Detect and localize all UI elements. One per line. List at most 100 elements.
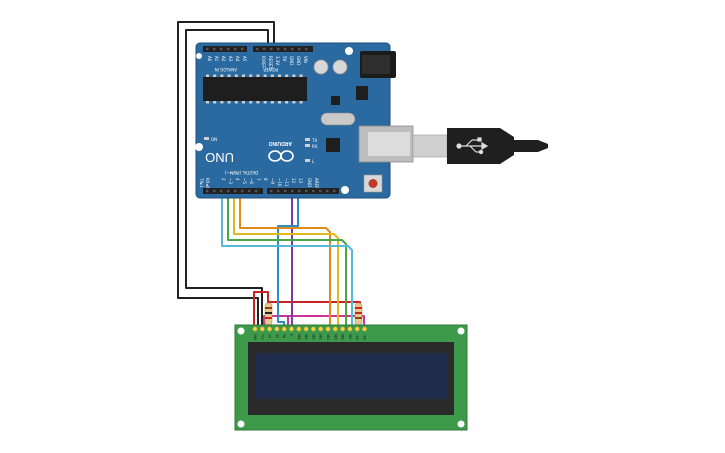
power-header[interactable]: [253, 46, 313, 52]
digital-pin[interactable]: [234, 189, 237, 193]
digital-pin-label: ~10: [277, 178, 282, 187]
small-chip: [326, 138, 340, 152]
analog-pin-label: A5: [242, 56, 247, 62]
digital-pin[interactable]: [255, 189, 258, 193]
lcd-pin[interactable]: [362, 326, 367, 332]
analog-pin-label: A3: [228, 56, 233, 62]
digital-pin[interactable]: [241, 189, 244, 193]
lcd-pin[interactable]: [289, 326, 294, 332]
power-pin[interactable]: [284, 47, 287, 51]
digital-pin[interactable]: [319, 189, 322, 193]
lcd-pin[interactable]: [252, 326, 258, 332]
wire-magenta[interactable]: [263, 315, 289, 328]
tx-label: TX: [311, 138, 317, 143]
digital-pin[interactable]: [312, 189, 315, 193]
reset-button[interactable]: [363, 174, 383, 193]
power-pin-label: IOREF: [261, 56, 266, 69]
power-pin[interactable]: [270, 47, 273, 51]
power-pin[interactable]: [263, 47, 266, 51]
rx-led: [305, 144, 310, 147]
power-pin[interactable]: [291, 47, 294, 51]
digital-header[interactable]: [203, 188, 339, 194]
analog-pin[interactable]: [220, 47, 223, 51]
lcd-pin[interactable]: [318, 326, 324, 332]
txd-label: TX▸1: [199, 177, 204, 188]
digital-pin[interactable]: [305, 189, 308, 193]
lcd-pin-label: VCC: [260, 334, 264, 340]
lcd-pin[interactable]: [296, 326, 302, 332]
lcd-pin[interactable]: [267, 326, 273, 332]
lcd-pin[interactable]: [303, 326, 309, 332]
analog-pin[interactable]: [234, 47, 237, 51]
arduino-logo: UNO ARDUINO: [205, 140, 294, 165]
wire-yellow[interactable]: [233, 194, 339, 328]
power-pin[interactable]: [298, 47, 301, 51]
digital-pin[interactable]: [333, 189, 336, 193]
digital-pin-label: ~9: [270, 178, 275, 184]
resistor-right[interactable]: [354, 302, 363, 326]
power-pin-label: GND: [296, 56, 301, 65]
tx-led: [305, 138, 310, 141]
analog-pin-label: A2: [221, 56, 226, 62]
wire-black-outer[interactable]: [177, 21, 275, 328]
power-pin[interactable]: [277, 47, 280, 51]
digital-pin[interactable]: [220, 189, 223, 193]
power-pin[interactable]: [256, 47, 259, 51]
wire-orange[interactable]: [239, 194, 331, 328]
digital-pin-label: 13: [298, 178, 303, 184]
digital-pin[interactable]: [206, 189, 209, 193]
lcd-pin[interactable]: [332, 326, 338, 332]
lcd-pin-header[interactable]: [252, 326, 367, 332]
lcd-pin-label: DB2: [311, 334, 315, 340]
analog-pin-label: A4: [235, 56, 240, 62]
lcd-pin-label: RW: [282, 334, 286, 338]
lcd-pin-label: DB4: [326, 334, 330, 340]
analog-pin[interactable]: [213, 47, 216, 51]
usb-icon: [456, 137, 489, 155]
wire-green[interactable]: [227, 194, 347, 328]
digital-pin[interactable]: [291, 189, 294, 193]
digital-pin-label: ~5: [242, 178, 247, 184]
capacitor: [313, 59, 329, 75]
lcd-pin[interactable]: [274, 326, 280, 332]
on-label: ON: [211, 137, 217, 142]
power-pin[interactable]: [305, 47, 308, 51]
digital-pin[interactable]: [326, 189, 329, 193]
digital-pin[interactable]: [213, 189, 216, 193]
lcd-pin[interactable]: [325, 326, 331, 332]
usb-cable[interactable]: [412, 128, 548, 164]
l-label: L: [312, 159, 315, 164]
wire-lightblue[interactable]: [221, 194, 353, 328]
digital-pin[interactable]: [284, 189, 287, 193]
digital-pin-label: 8: [263, 178, 268, 181]
resistor-left[interactable]: [264, 302, 273, 326]
usb-port[interactable]: [358, 125, 414, 163]
wire-blue[interactable]: [277, 194, 299, 328]
lcd-pin[interactable]: [259, 326, 265, 332]
digital-pin[interactable]: [298, 189, 301, 193]
regulator: [356, 86, 368, 100]
digital-pin[interactable]: [277, 189, 280, 193]
lcd-pin-label: DB1: [304, 334, 308, 340]
mounting-hole: [195, 143, 203, 151]
digital-pin[interactable]: [248, 189, 251, 193]
lcd-pin[interactable]: [340, 326, 346, 332]
digital-pin[interactable]: [227, 189, 230, 193]
model-label: UNO: [205, 150, 234, 165]
lcd-pin[interactable]: [347, 326, 353, 332]
lcd-pin[interactable]: [281, 326, 287, 332]
digital-pin[interactable]: [270, 189, 273, 193]
analog-pin[interactable]: [206, 47, 209, 51]
lcd-pin[interactable]: [310, 326, 316, 332]
digital-pin-label: ~11: [284, 178, 289, 187]
analog-pin[interactable]: [241, 47, 244, 51]
wire-magenta-2[interactable]: [287, 315, 365, 328]
wire-black-inner[interactable]: [185, 29, 269, 328]
lcd-pin[interactable]: [354, 326, 360, 332]
rxd-label: RX◂0: [205, 178, 210, 189]
analog-pin[interactable]: [227, 47, 230, 51]
analog-header[interactable]: [203, 46, 247, 52]
